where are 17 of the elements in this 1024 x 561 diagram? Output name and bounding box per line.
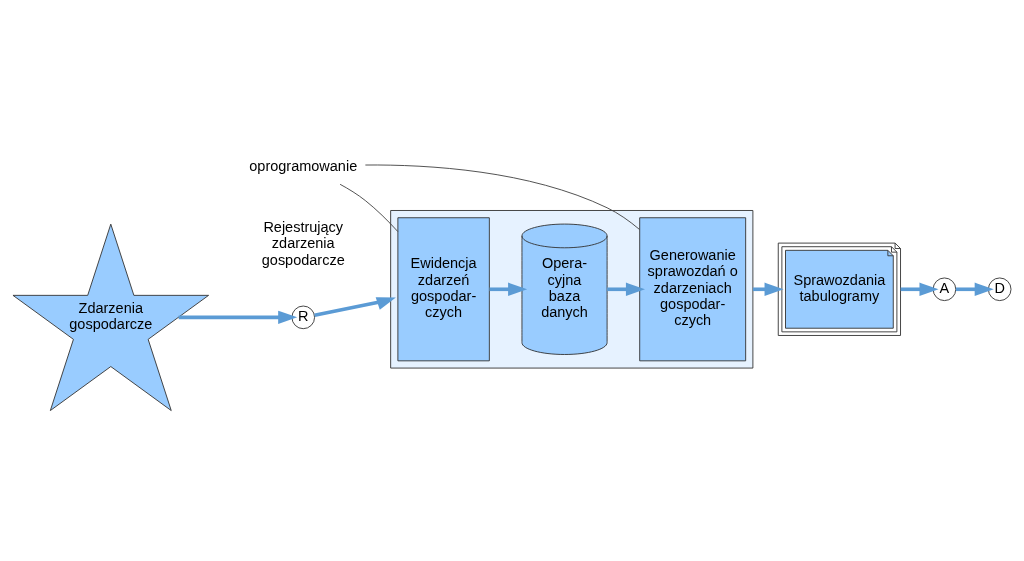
arrow — [900, 282, 939, 296]
node-text: oprogramowanie — [249, 157, 358, 174]
cluster — [390, 209, 754, 369]
node-label: Rejestrujący zdarzenia gospodarcze — [261, 218, 345, 268]
arrow — [178, 310, 298, 324]
node-circle: A — [932, 277, 957, 301]
arrow — [955, 282, 994, 296]
arrow — [607, 282, 645, 296]
node-box: Generowanie sprawozdań o zdarzeniach gospodar- czych — [639, 216, 747, 361]
node-circle: R — [291, 305, 316, 329]
arrow — [489, 282, 528, 296]
connector — [339, 183, 399, 232]
connector — [364, 164, 640, 230]
arrow — [752, 282, 784, 296]
node-box: Ewidencja zdarzeń gospodar- czych — [397, 216, 490, 361]
arrow — [314, 296, 396, 317]
node-circle: D — [987, 277, 1012, 301]
